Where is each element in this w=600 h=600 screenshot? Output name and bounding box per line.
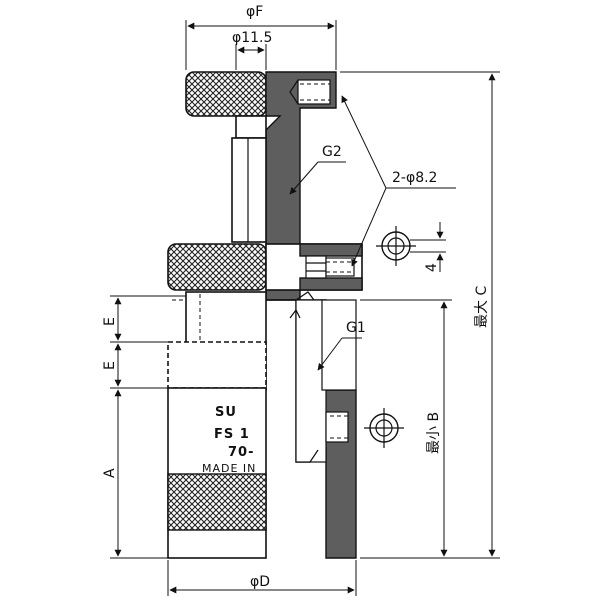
four-label: 4 (424, 263, 440, 272)
logo-text: SU (215, 405, 237, 420)
body-section (266, 291, 357, 559)
dim-max-c: 最大 C (340, 71, 500, 559)
g1-label: G1 (346, 320, 366, 336)
dim-min-b: 最小 B (360, 299, 452, 557)
part-marking: SU FS 1 70- MADE IN (202, 405, 256, 475)
a-label: A (102, 468, 118, 478)
two-phi-8-2-label: 2-φ8.2 (392, 170, 437, 186)
dim-phi-f: φF (185, 4, 337, 70)
upper-shaft (231, 115, 267, 243)
origin-text: MADE IN (202, 462, 256, 475)
max-c-label: 最大 C (474, 286, 490, 328)
middle-plate-section (265, 243, 363, 291)
model-text: FS 1 (214, 427, 250, 442)
dim-e-top: E (102, 295, 186, 343)
e-top-label: E (102, 317, 118, 326)
code-text: 70- (228, 445, 255, 460)
dim-g1: G1 (317, 320, 366, 371)
min-b-label: 最小 B (426, 412, 442, 454)
phi-11-5-label: φ11.5 (232, 30, 272, 46)
phi-f-label: φF (246, 4, 263, 20)
detail-hole-lower (364, 408, 404, 448)
e-bottom-label: E (102, 361, 118, 370)
dim-2-phi-8-2: 2-φ8.2 (341, 95, 456, 267)
dim-phi-11-5: φ11.5 (232, 30, 272, 70)
dim-a: A (102, 389, 168, 559)
dim-four: 4 (410, 222, 446, 272)
lower-body (167, 291, 267, 559)
middle-knurled-knob (167, 243, 267, 291)
phi-d-label: φD (250, 574, 270, 590)
dim-phi-d: φD (167, 560, 357, 596)
dim-e-bottom: E (102, 343, 168, 389)
g2-label: G2 (322, 144, 342, 160)
top-knurled-knob (185, 71, 267, 117)
dim-g2: G2 (289, 144, 346, 195)
detail-hole-upper (376, 226, 416, 266)
